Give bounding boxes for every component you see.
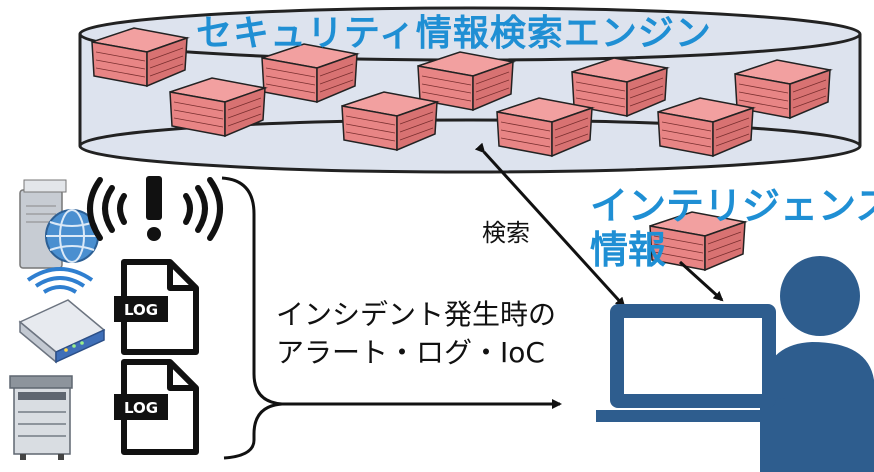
intelligence-title-line1: インテリジェンス bbox=[590, 184, 874, 228]
search-label: 検索 bbox=[482, 219, 530, 247]
server-globe-icon bbox=[19, 179, 99, 269]
log-file-label: LOG bbox=[124, 399, 158, 417]
incident-label-line2: アラート・ログ・IoC bbox=[276, 336, 545, 369]
source-brace bbox=[221, 176, 283, 460]
user-laptop-icon bbox=[596, 256, 874, 472]
log-file-icon bbox=[114, 259, 199, 355]
incident-label-line1: インシデント発生時の bbox=[276, 298, 557, 331]
printer-icon bbox=[9, 375, 73, 460]
intelligence-title: インテリジェンス 情報 bbox=[590, 184, 874, 272]
intelligence-arrow bbox=[678, 260, 724, 302]
search-arrow bbox=[474, 142, 626, 308]
log-file-label: LOG bbox=[124, 301, 158, 319]
alert-signal-icon bbox=[87, 176, 223, 241]
intelligence-title-line2: 情報 bbox=[590, 228, 667, 272]
log-file-icon bbox=[114, 359, 199, 455]
search-engine-title: セキュリティ情報検索エンジン bbox=[196, 13, 712, 54]
wifi-router-icon bbox=[18, 267, 106, 364]
incident-label: インシデント発生時の アラート・ログ・IoC bbox=[276, 296, 556, 372]
